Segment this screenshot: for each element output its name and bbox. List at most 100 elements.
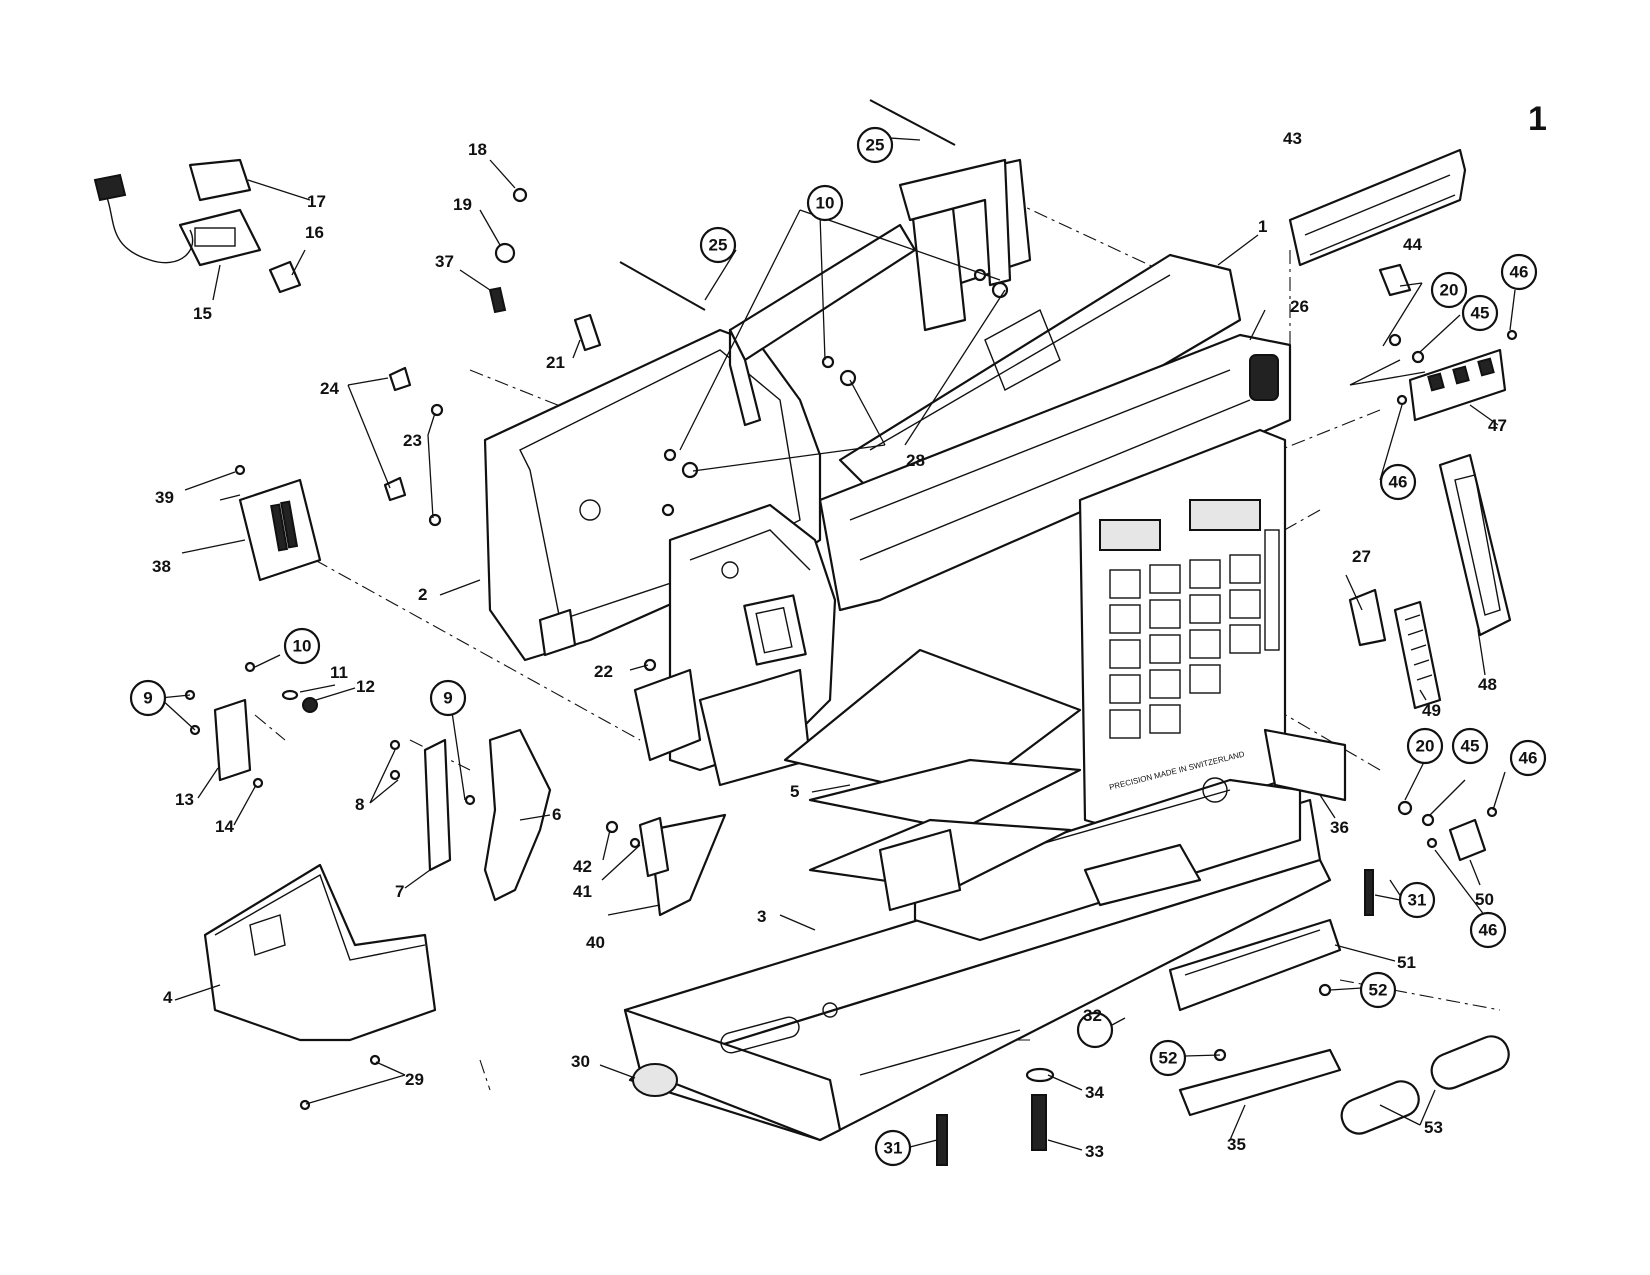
spring-12 bbox=[302, 697, 318, 713]
screw-31-right bbox=[1364, 869, 1374, 916]
label-19: 19 bbox=[453, 195, 472, 214]
label-9-left: 9 bbox=[143, 689, 152, 708]
part-17 bbox=[188, 158, 252, 202]
screw-39 bbox=[234, 464, 246, 476]
nut-19 bbox=[494, 242, 516, 264]
label-22: 22 bbox=[594, 662, 613, 681]
callout-9-right: 9 bbox=[429, 679, 467, 717]
label-5: 5 bbox=[790, 782, 799, 801]
part-35 bbox=[1178, 1048, 1342, 1117]
label-12: 12 bbox=[356, 677, 375, 696]
washer-34 bbox=[1025, 1067, 1055, 1083]
part-4-tray bbox=[203, 863, 437, 1042]
free-arm-bed bbox=[783, 648, 1082, 912]
screw-33 bbox=[1031, 1094, 1047, 1151]
screw-18 bbox=[512, 187, 528, 203]
label-39: 39 bbox=[155, 488, 174, 507]
part-6 bbox=[483, 728, 552, 902]
label-47: 47 bbox=[1488, 416, 1507, 435]
label-3: 3 bbox=[757, 907, 766, 926]
label-32: 32 bbox=[1083, 1006, 1102, 1025]
spring-37 bbox=[488, 286, 507, 314]
label-45-bottom: 45 bbox=[1461, 737, 1480, 756]
label-11: 11 bbox=[330, 663, 348, 682]
callout-25-lower: 25 bbox=[699, 226, 737, 264]
label-14: 14 bbox=[215, 817, 234, 836]
label-13: 13 bbox=[175, 790, 194, 809]
label-50: 50 bbox=[1475, 890, 1494, 909]
washer-11 bbox=[281, 689, 299, 701]
label-46-lower-right: 46 bbox=[1519, 749, 1538, 768]
cord-plug-15 bbox=[93, 173, 262, 267]
label-52-right: 52 bbox=[1369, 981, 1388, 1000]
label-46-mid: 46 bbox=[1389, 473, 1408, 492]
part-50 bbox=[1448, 818, 1487, 862]
bracket-21 bbox=[573, 313, 602, 352]
part-40 bbox=[648, 813, 727, 917]
label-31-right: 31 bbox=[1408, 891, 1427, 910]
label-43: 43 bbox=[1283, 129, 1302, 148]
label-10-left: 10 bbox=[293, 637, 312, 656]
part-7 bbox=[423, 738, 452, 872]
callout-20-bottom: 20 bbox=[1406, 727, 1444, 765]
label-26: 26 bbox=[1290, 297, 1309, 316]
callout-labels: 1 2 3 4 5 6 7 8 11 12 13 14 15 16 17 18 … bbox=[129, 126, 1547, 1167]
callout-9-left: 9 bbox=[129, 679, 167, 717]
part-48 bbox=[1438, 453, 1512, 637]
screw-31-bottom bbox=[936, 1114, 948, 1166]
label-1: 1 bbox=[1258, 217, 1267, 236]
callout-46-lower-right: 46 bbox=[1509, 739, 1547, 777]
label-16: 16 bbox=[305, 223, 324, 242]
part-36-plate bbox=[1263, 728, 1347, 802]
label-53: 53 bbox=[1424, 1118, 1443, 1137]
label-24: 24 bbox=[320, 379, 339, 398]
callout-46-bottom: 46 bbox=[1469, 911, 1507, 949]
label-31-bottom: 31 bbox=[884, 1139, 903, 1158]
callout-46-top-right: 46 bbox=[1500, 253, 1538, 291]
label-10-top: 10 bbox=[816, 194, 835, 213]
label-45-top: 45 bbox=[1471, 304, 1490, 323]
callout-52-left: 52 bbox=[1149, 1039, 1187, 1077]
callout-31-bottom: 31 bbox=[874, 1129, 912, 1167]
label-41: 41 bbox=[573, 882, 592, 901]
label-36: 36 bbox=[1330, 818, 1349, 837]
callout-46-mid: 46 bbox=[1379, 463, 1417, 501]
label-7: 7 bbox=[395, 882, 404, 901]
label-34: 34 bbox=[1085, 1083, 1104, 1102]
part-16 bbox=[268, 260, 302, 294]
label-38: 38 bbox=[152, 557, 171, 576]
label-20-bottom: 20 bbox=[1416, 737, 1435, 756]
label-25-upper: 25 bbox=[866, 136, 885, 155]
label-28: 28 bbox=[906, 451, 925, 470]
base-plate bbox=[623, 777, 1332, 1142]
foot-30 bbox=[632, 1063, 678, 1097]
label-46-bottom: 46 bbox=[1479, 921, 1498, 940]
callout-20-top: 20 bbox=[1430, 271, 1468, 309]
label-48: 48 bbox=[1478, 675, 1497, 694]
callout-52-right: 52 bbox=[1359, 971, 1397, 1009]
label-27: 27 bbox=[1352, 547, 1371, 566]
battery-53a bbox=[1340, 1080, 1420, 1135]
part-49 bbox=[1393, 600, 1442, 710]
label-29: 29 bbox=[405, 1070, 424, 1089]
page-number: 1 bbox=[1528, 100, 1547, 138]
label-35: 35 bbox=[1227, 1135, 1246, 1154]
rod-25-upper bbox=[869, 99, 956, 146]
label-18: 18 bbox=[468, 140, 487, 159]
callout-10-left: 10 bbox=[283, 627, 321, 665]
part-27 bbox=[1348, 588, 1387, 647]
label-23: 23 bbox=[403, 431, 422, 450]
label-30: 30 bbox=[571, 1052, 590, 1071]
label-33: 33 bbox=[1085, 1142, 1104, 1161]
label-8: 8 bbox=[355, 795, 364, 814]
face-cover bbox=[633, 503, 837, 787]
foot-32 bbox=[1076, 1011, 1114, 1049]
callout-45-bottom: 45 bbox=[1451, 727, 1489, 765]
label-9-right: 9 bbox=[443, 689, 452, 708]
base-slot bbox=[720, 1016, 800, 1054]
label-44: 44 bbox=[1403, 235, 1422, 254]
handwheel-icon bbox=[1249, 354, 1279, 401]
label-25-lower: 25 bbox=[709, 236, 728, 255]
callout-25-upper: 25 bbox=[856, 126, 894, 164]
